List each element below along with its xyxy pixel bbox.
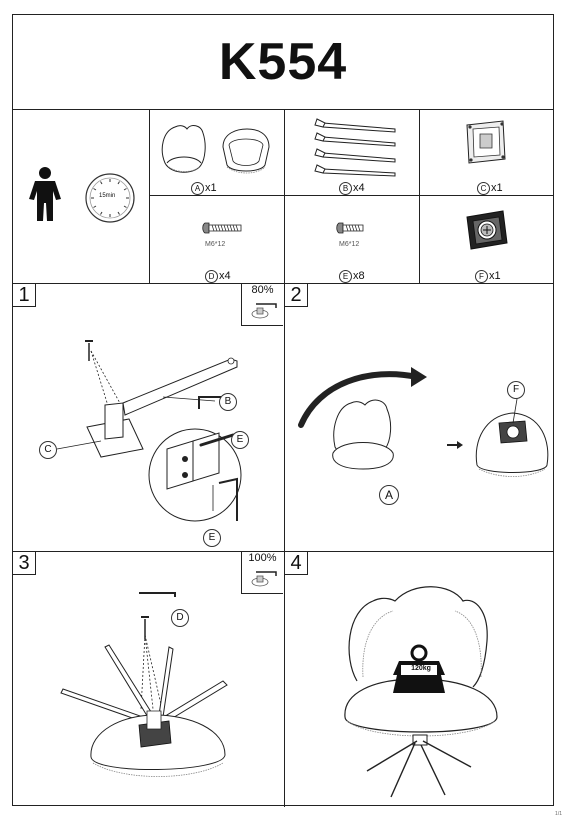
- part-d-spec: M6*12: [205, 241, 226, 248]
- weight-capacity-label: 120kg: [411, 665, 431, 672]
- part-a-seat-drawing: [157, 119, 277, 181]
- part-e-spec: M6*12: [339, 241, 360, 248]
- step-2-callout-a: A: [379, 485, 399, 505]
- step-1-number: 1: [13, 284, 36, 307]
- person-icon: [29, 167, 61, 221]
- step-1-diagram: [43, 331, 265, 537]
- allen-key-icon: [246, 300, 280, 322]
- step-3-diagram: [53, 589, 263, 789]
- step-4-number: 4: [285, 552, 308, 575]
- divider: [13, 551, 553, 552]
- step-3-tighten-badge: 100%: [241, 552, 283, 594]
- step-3-number: 3: [13, 552, 36, 575]
- step-1-tighten-label: 80%: [251, 284, 274, 296]
- clock-time-label: 15min: [99, 193, 116, 199]
- step-1-callout-e-lower: E: [203, 529, 221, 547]
- divider: [13, 109, 553, 110]
- divider: [13, 283, 553, 284]
- part-b-legs-drawing: [309, 115, 399, 181]
- part-c-plate-drawing: [463, 119, 509, 167]
- step-2-diagram: [299, 367, 549, 511]
- step-1-callout-e-upper: E: [231, 431, 249, 449]
- step-3-tighten-label: 100%: [248, 552, 277, 564]
- divider: [419, 109, 420, 283]
- step-3-callout-d: D: [171, 609, 189, 627]
- divider: [149, 109, 150, 283]
- step-2-number: 2: [285, 284, 308, 307]
- step-1-callout-b: B: [219, 393, 237, 411]
- step-1-callout-c: C: [39, 441, 57, 459]
- allen-key-icon: [246, 568, 280, 590]
- part-f-swivel-drawing: [465, 209, 509, 251]
- clock-icon: [85, 173, 135, 223]
- step-4-assembled-chair: [333, 571, 503, 803]
- divider: [149, 195, 553, 196]
- part-d-screw-drawing: [203, 221, 243, 235]
- part-e-screw-drawing: [337, 221, 365, 235]
- product-title: K554: [218, 33, 348, 91]
- step-1-tighten-badge: 80%: [241, 284, 283, 326]
- step-2-callout-f: F: [507, 381, 525, 399]
- divider: [284, 109, 285, 807]
- page-corner-mark: 1/1: [555, 811, 562, 817]
